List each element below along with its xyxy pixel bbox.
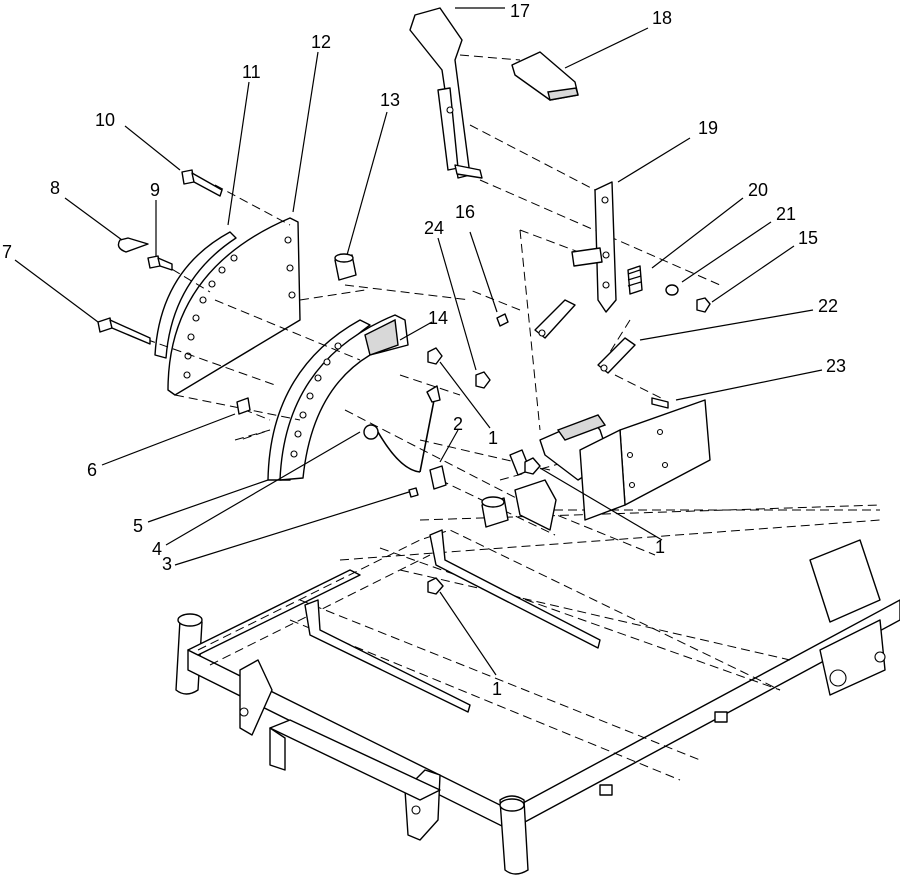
callout-11: 11 xyxy=(242,62,261,82)
cotter-pin-8 xyxy=(117,237,149,253)
pin-23 xyxy=(651,397,669,409)
nut-1-upper xyxy=(427,347,443,365)
callout-5: 5 xyxy=(133,516,143,536)
callout-16: 16 xyxy=(455,202,475,222)
spring-clip-4 xyxy=(363,385,441,473)
callout-24: 24 xyxy=(424,218,444,238)
callout-20: 20 xyxy=(748,180,768,200)
bushing-2 xyxy=(429,465,447,490)
callout-labels: 17 18 12 11 13 10 19 20 21 15 8 9 24 16 … xyxy=(2,1,846,699)
callout-10: 10 xyxy=(95,110,115,130)
main-frame xyxy=(175,504,900,875)
callout-9: 9 xyxy=(150,180,160,200)
link-arm-19 xyxy=(594,181,617,313)
nut-1-lower xyxy=(427,577,444,595)
pedal-arm-17 xyxy=(409,7,483,179)
washer-21 xyxy=(665,284,679,296)
callout-1-lower: 1 xyxy=(492,679,502,699)
callout-3: 3 xyxy=(162,554,172,574)
spacer-6 xyxy=(236,397,251,415)
mounting-bracket xyxy=(539,399,711,521)
callout-6: 6 xyxy=(87,460,97,480)
leader-lines xyxy=(14,7,823,676)
callout-4: 4 xyxy=(152,539,162,559)
callout-15: 15 xyxy=(798,228,818,248)
spacer-13 xyxy=(334,253,357,281)
callout-14: 14 xyxy=(428,308,448,328)
pedal-pad-18 xyxy=(511,51,579,101)
callout-21: 21 xyxy=(776,204,796,224)
callout-7: 7 xyxy=(2,242,12,262)
callout-8: 8 xyxy=(50,178,60,198)
callout-12: 12 xyxy=(311,32,331,52)
callout-19: 19 xyxy=(698,118,718,138)
callout-18: 18 xyxy=(652,8,672,28)
nut-24 xyxy=(475,371,491,389)
pin-spring-20 xyxy=(571,247,643,295)
bolt-10 xyxy=(181,169,223,197)
arc-plate-14 xyxy=(267,314,409,481)
nut-1-right xyxy=(524,457,541,475)
arc-plate-12 xyxy=(167,217,301,396)
callout-17: 17 xyxy=(510,1,530,21)
pivot-bushing xyxy=(481,449,557,531)
callout-1-upper: 1 xyxy=(488,428,498,448)
link-16 xyxy=(496,299,576,339)
bolt-7 xyxy=(97,317,151,345)
callout-2: 2 xyxy=(453,414,463,434)
pin-9 xyxy=(147,255,173,271)
nut-15 xyxy=(696,297,711,313)
callout-1-right: 1 xyxy=(655,537,665,557)
callout-22: 22 xyxy=(818,296,838,316)
callout-13: 13 xyxy=(380,90,400,110)
nut-3 xyxy=(408,487,419,498)
callout-23: 23 xyxy=(826,356,846,376)
link-22 xyxy=(597,337,636,374)
